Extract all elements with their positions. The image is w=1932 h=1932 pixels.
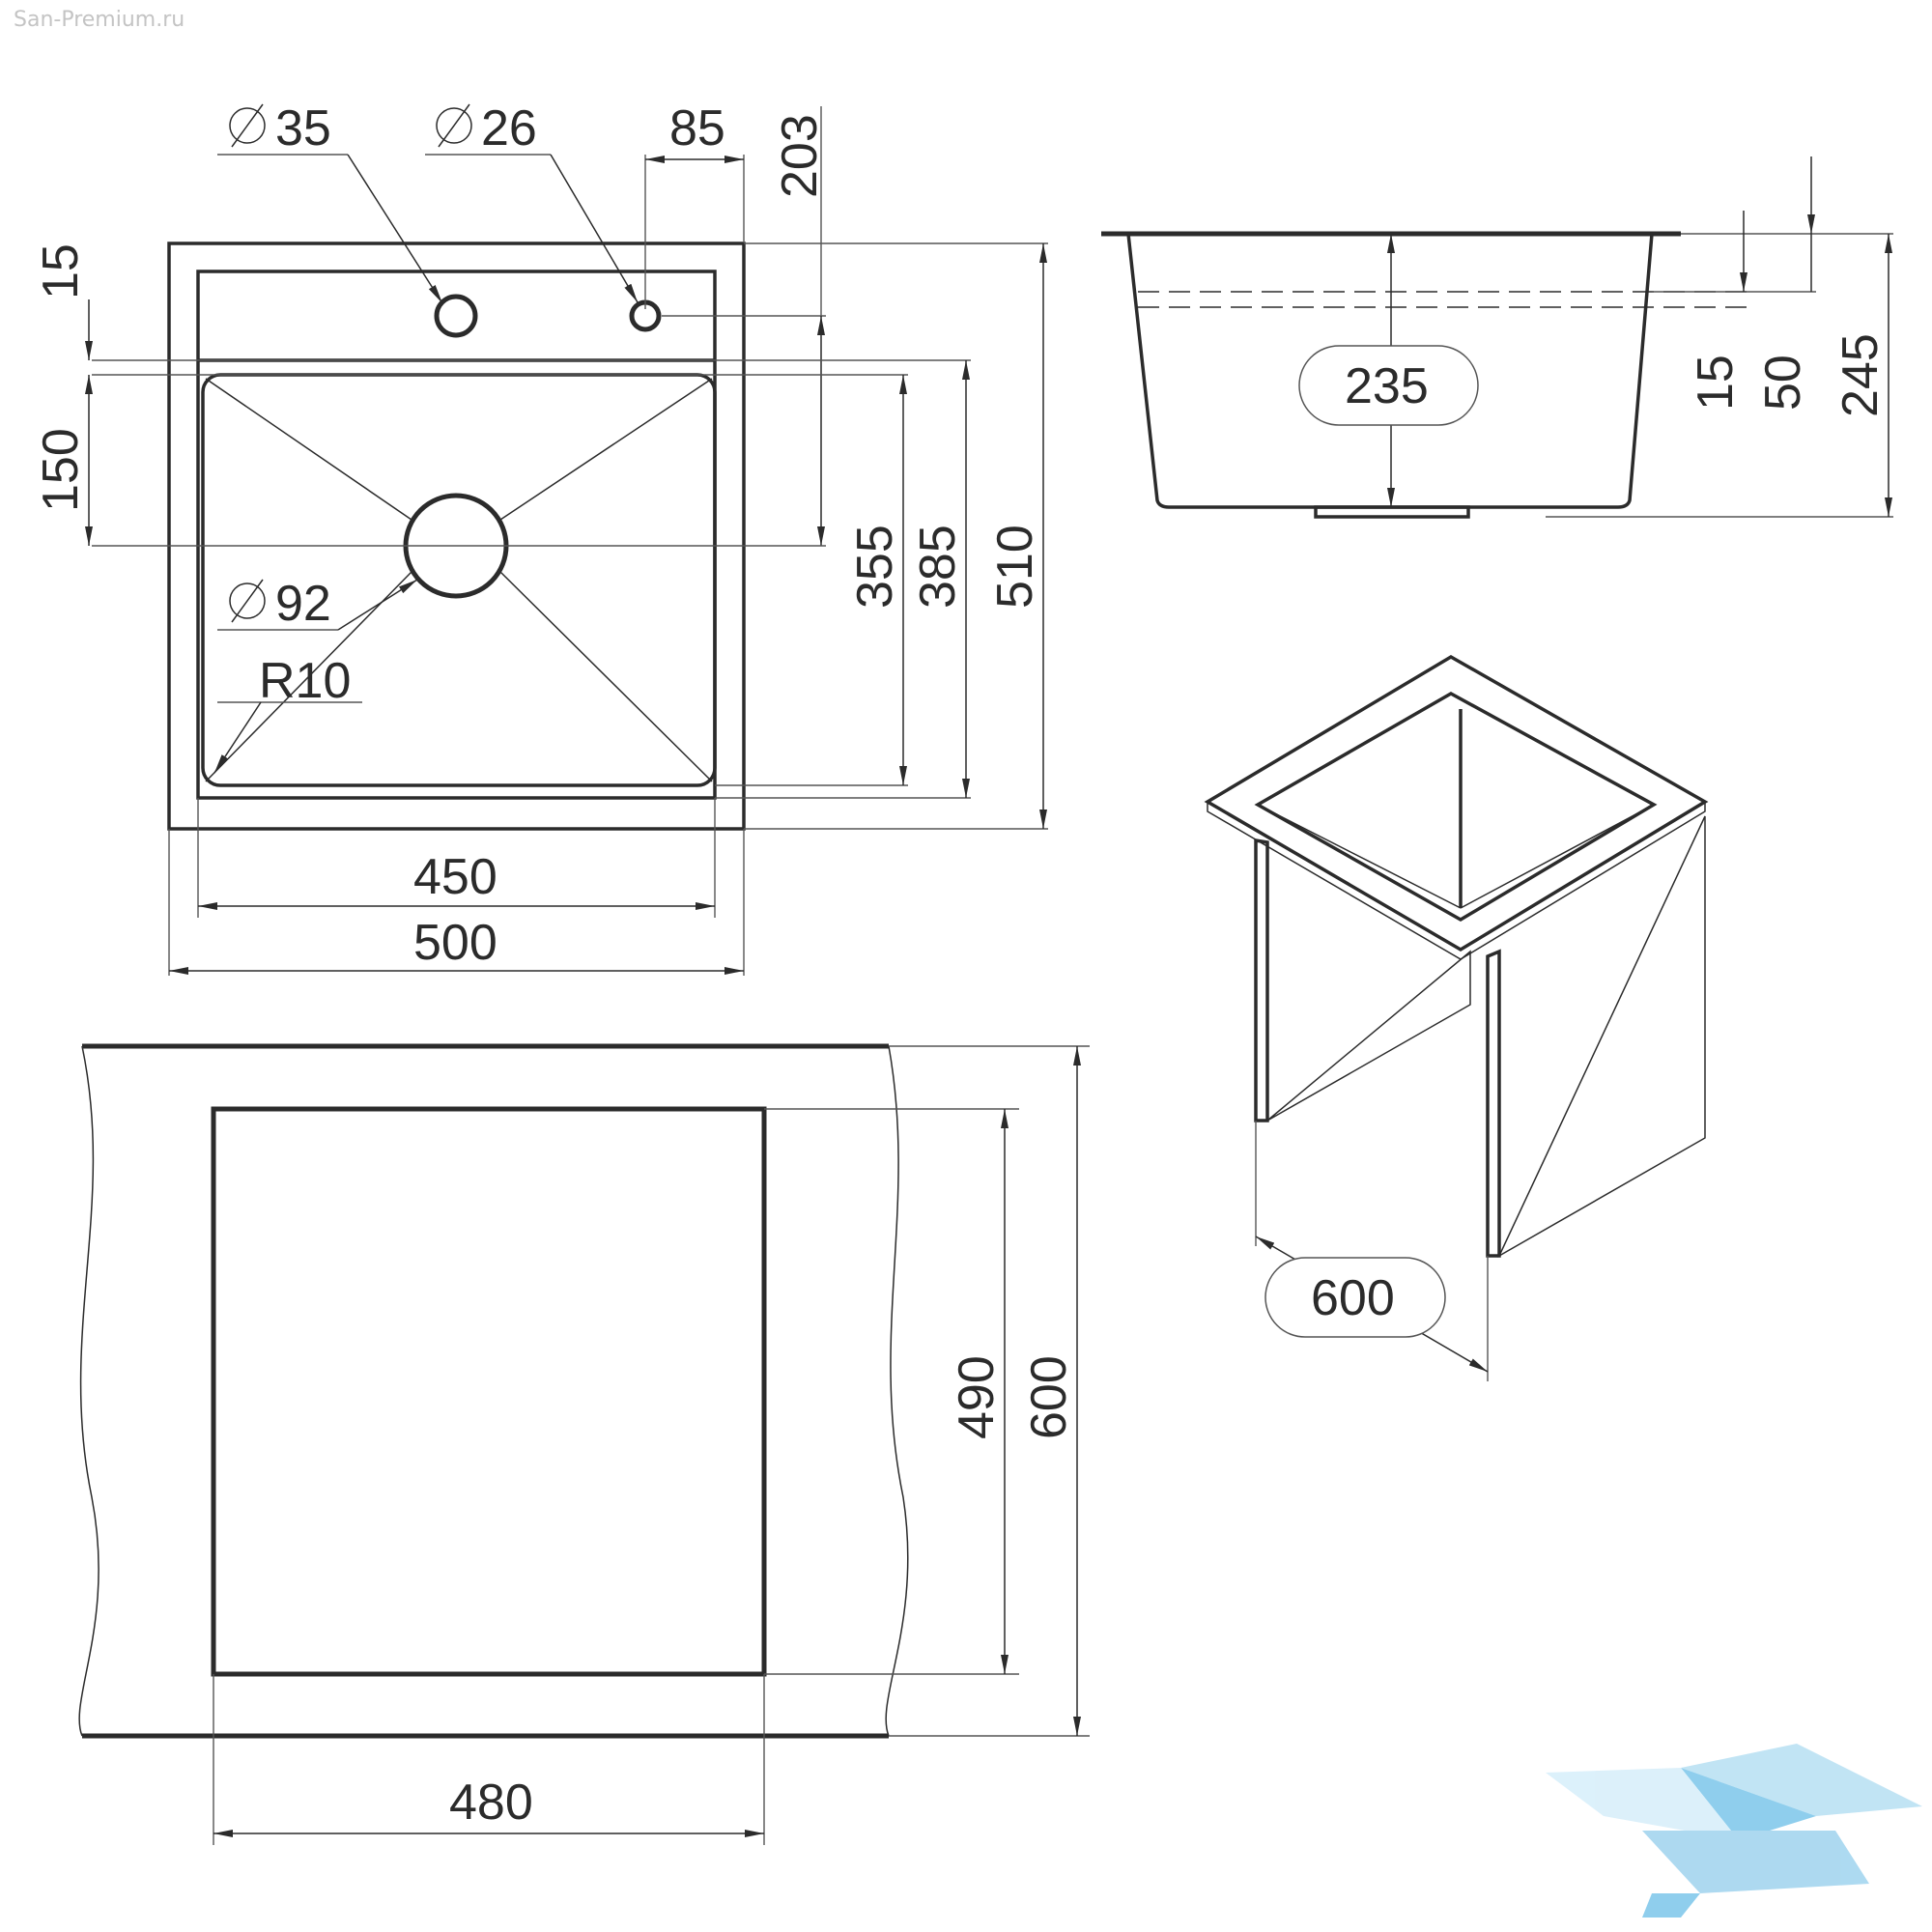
diameter-symbol-icon (436, 103, 472, 148)
diameter-symbol-icon (229, 579, 266, 623)
inner-length-label: 385 (910, 525, 966, 609)
cut-length-label: 490 (949, 1355, 1005, 1439)
side-view: 235 15 50 245 (1101, 156, 1893, 519)
small-hole-label: 26 (481, 100, 537, 156)
cutout-opening (211, 1106, 767, 1677)
cut-width-label: 480 (449, 1775, 533, 1831)
hole-depth-label: 203 (772, 114, 828, 198)
bird-logo-icon (1546, 1744, 1922, 1918)
bowl-length-label: 355 (847, 525, 903, 609)
tap-hole (434, 294, 478, 338)
inner-rim (196, 270, 717, 800)
total-depth-label: 245 (1833, 333, 1889, 417)
overflow-label: 50 (1755, 355, 1811, 411)
offset-label: 85 (669, 100, 725, 156)
cutout-view: 480 490 600 (78, 1043, 1090, 1845)
inner-width-label: 450 (413, 849, 497, 905)
diameter-symbol-icon (229, 103, 266, 148)
cabinet-depth-label: 600 (1021, 1355, 1077, 1439)
bowl-depth-label: 235 (1345, 358, 1429, 414)
top-view: 35 26 85 203 15 150 92 R10 355 385 510 4… (33, 100, 1048, 976)
site-watermark: San-Premium.ru (14, 8, 185, 32)
bowl-offset-label: 150 (33, 428, 89, 512)
radius-label: R10 (259, 653, 351, 709)
cabinet-width-label: 600 (1311, 1270, 1395, 1326)
cabinet-view: 600 (1204, 654, 1709, 1381)
total-length-label: 510 (987, 525, 1043, 609)
rim-height-label: 15 (1688, 355, 1744, 411)
drain-label: 92 (275, 576, 331, 632)
rim-label: 15 (33, 243, 89, 299)
outer-rim (167, 242, 746, 831)
total-width-label: 500 (413, 915, 497, 971)
tap-hole-label: 35 (275, 100, 331, 156)
